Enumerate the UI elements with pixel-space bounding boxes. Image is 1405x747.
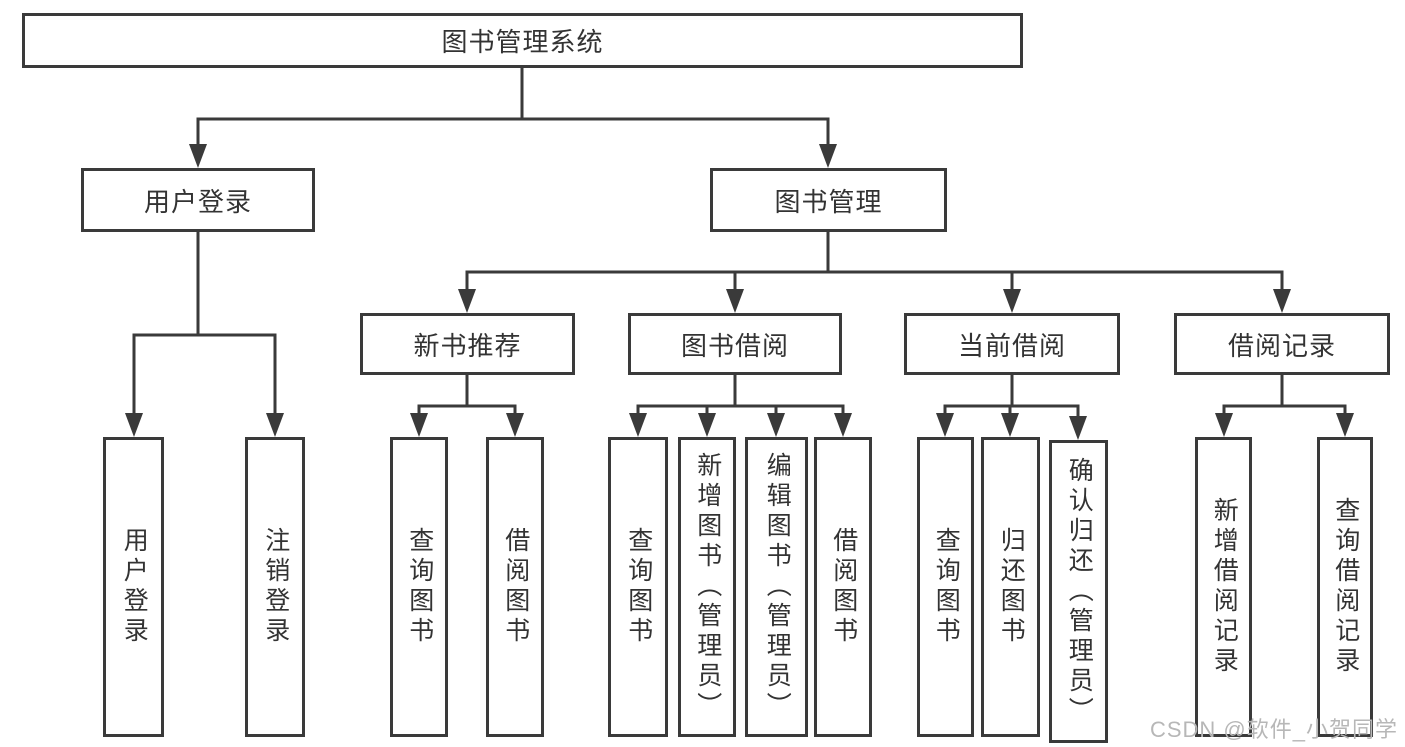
leaf-query-books-recommend: 查询图书 <box>390 437 448 737</box>
leaf-return-books: 归还图书 <box>981 437 1040 737</box>
leaf-label: 借阅图书 <box>501 527 530 647</box>
node-label: 图书管理 <box>774 186 883 217</box>
leaf-add-books-admin: 新增图书（管理员） <box>678 437 736 737</box>
leaf-borrow-books: 借阅图书 <box>814 437 872 737</box>
node-label: 借阅记录 <box>1227 330 1336 361</box>
leaf-label: 查询借阅记录 <box>1331 497 1360 677</box>
leaf-label: 新增借阅记录 <box>1210 497 1239 677</box>
leaf-borrow-books-recommend: 借阅图书 <box>486 437 544 737</box>
leaf-label: 编辑图书（管理员） <box>763 452 792 722</box>
leaf-label: 借阅图书 <box>829 527 858 647</box>
leaf-edit-books-admin: 编辑图书（管理员） <box>745 437 808 737</box>
csdn-watermark: CSDN @软件_小贺同学 <box>1149 717 1398 742</box>
arrowheads <box>125 144 1354 440</box>
node-label: 新书推荐 <box>413 330 522 361</box>
node-current-borrowing: 当前借阅 <box>904 313 1120 375</box>
node-label: 当前借阅 <box>957 330 1066 361</box>
node-label: 图书借阅 <box>680 330 789 361</box>
leaf-label: 用户登录 <box>120 527 149 647</box>
leaf-label: 注销登录 <box>261 527 290 647</box>
node-user-login: 用户登录 <box>81 168 315 232</box>
leaf-query-books-current: 查询图书 <box>917 437 974 737</box>
leaf-label: 查询图书 <box>405 527 434 647</box>
node-borrowing-records: 借阅记录 <box>1174 313 1390 375</box>
leaf-label: 确认归还（管理员） <box>1065 456 1094 727</box>
node-label: 图书管理系统 <box>441 27 604 57</box>
node-label: 用户登录 <box>143 186 252 217</box>
leaf-label: 查询图书 <box>932 527 961 647</box>
leaf-logout: 注销登录 <box>245 437 305 737</box>
leaf-add-borrow-record: 新增借阅记录 <box>1195 437 1252 737</box>
leaf-label: 查询图书 <box>624 527 653 647</box>
leaf-query-books-borrow: 查询图书 <box>608 437 668 737</box>
node-book-management: 图书管理 <box>710 168 947 232</box>
leaf-query-borrow-record: 查询借阅记录 <box>1317 437 1373 737</box>
node-book-management-system: 图书管理系统 <box>22 13 1023 68</box>
leaf-user-login: 用户登录 <box>103 437 164 737</box>
leaf-label: 归还图书 <box>997 527 1026 647</box>
node-new-book-recommendation: 新书推荐 <box>360 313 575 375</box>
leaf-confirm-return-admin: 确认归还（管理员） <box>1049 440 1108 743</box>
leaf-label: 新增图书（管理员） <box>693 452 722 722</box>
node-book-borrowing: 图书借阅 <box>628 313 842 375</box>
